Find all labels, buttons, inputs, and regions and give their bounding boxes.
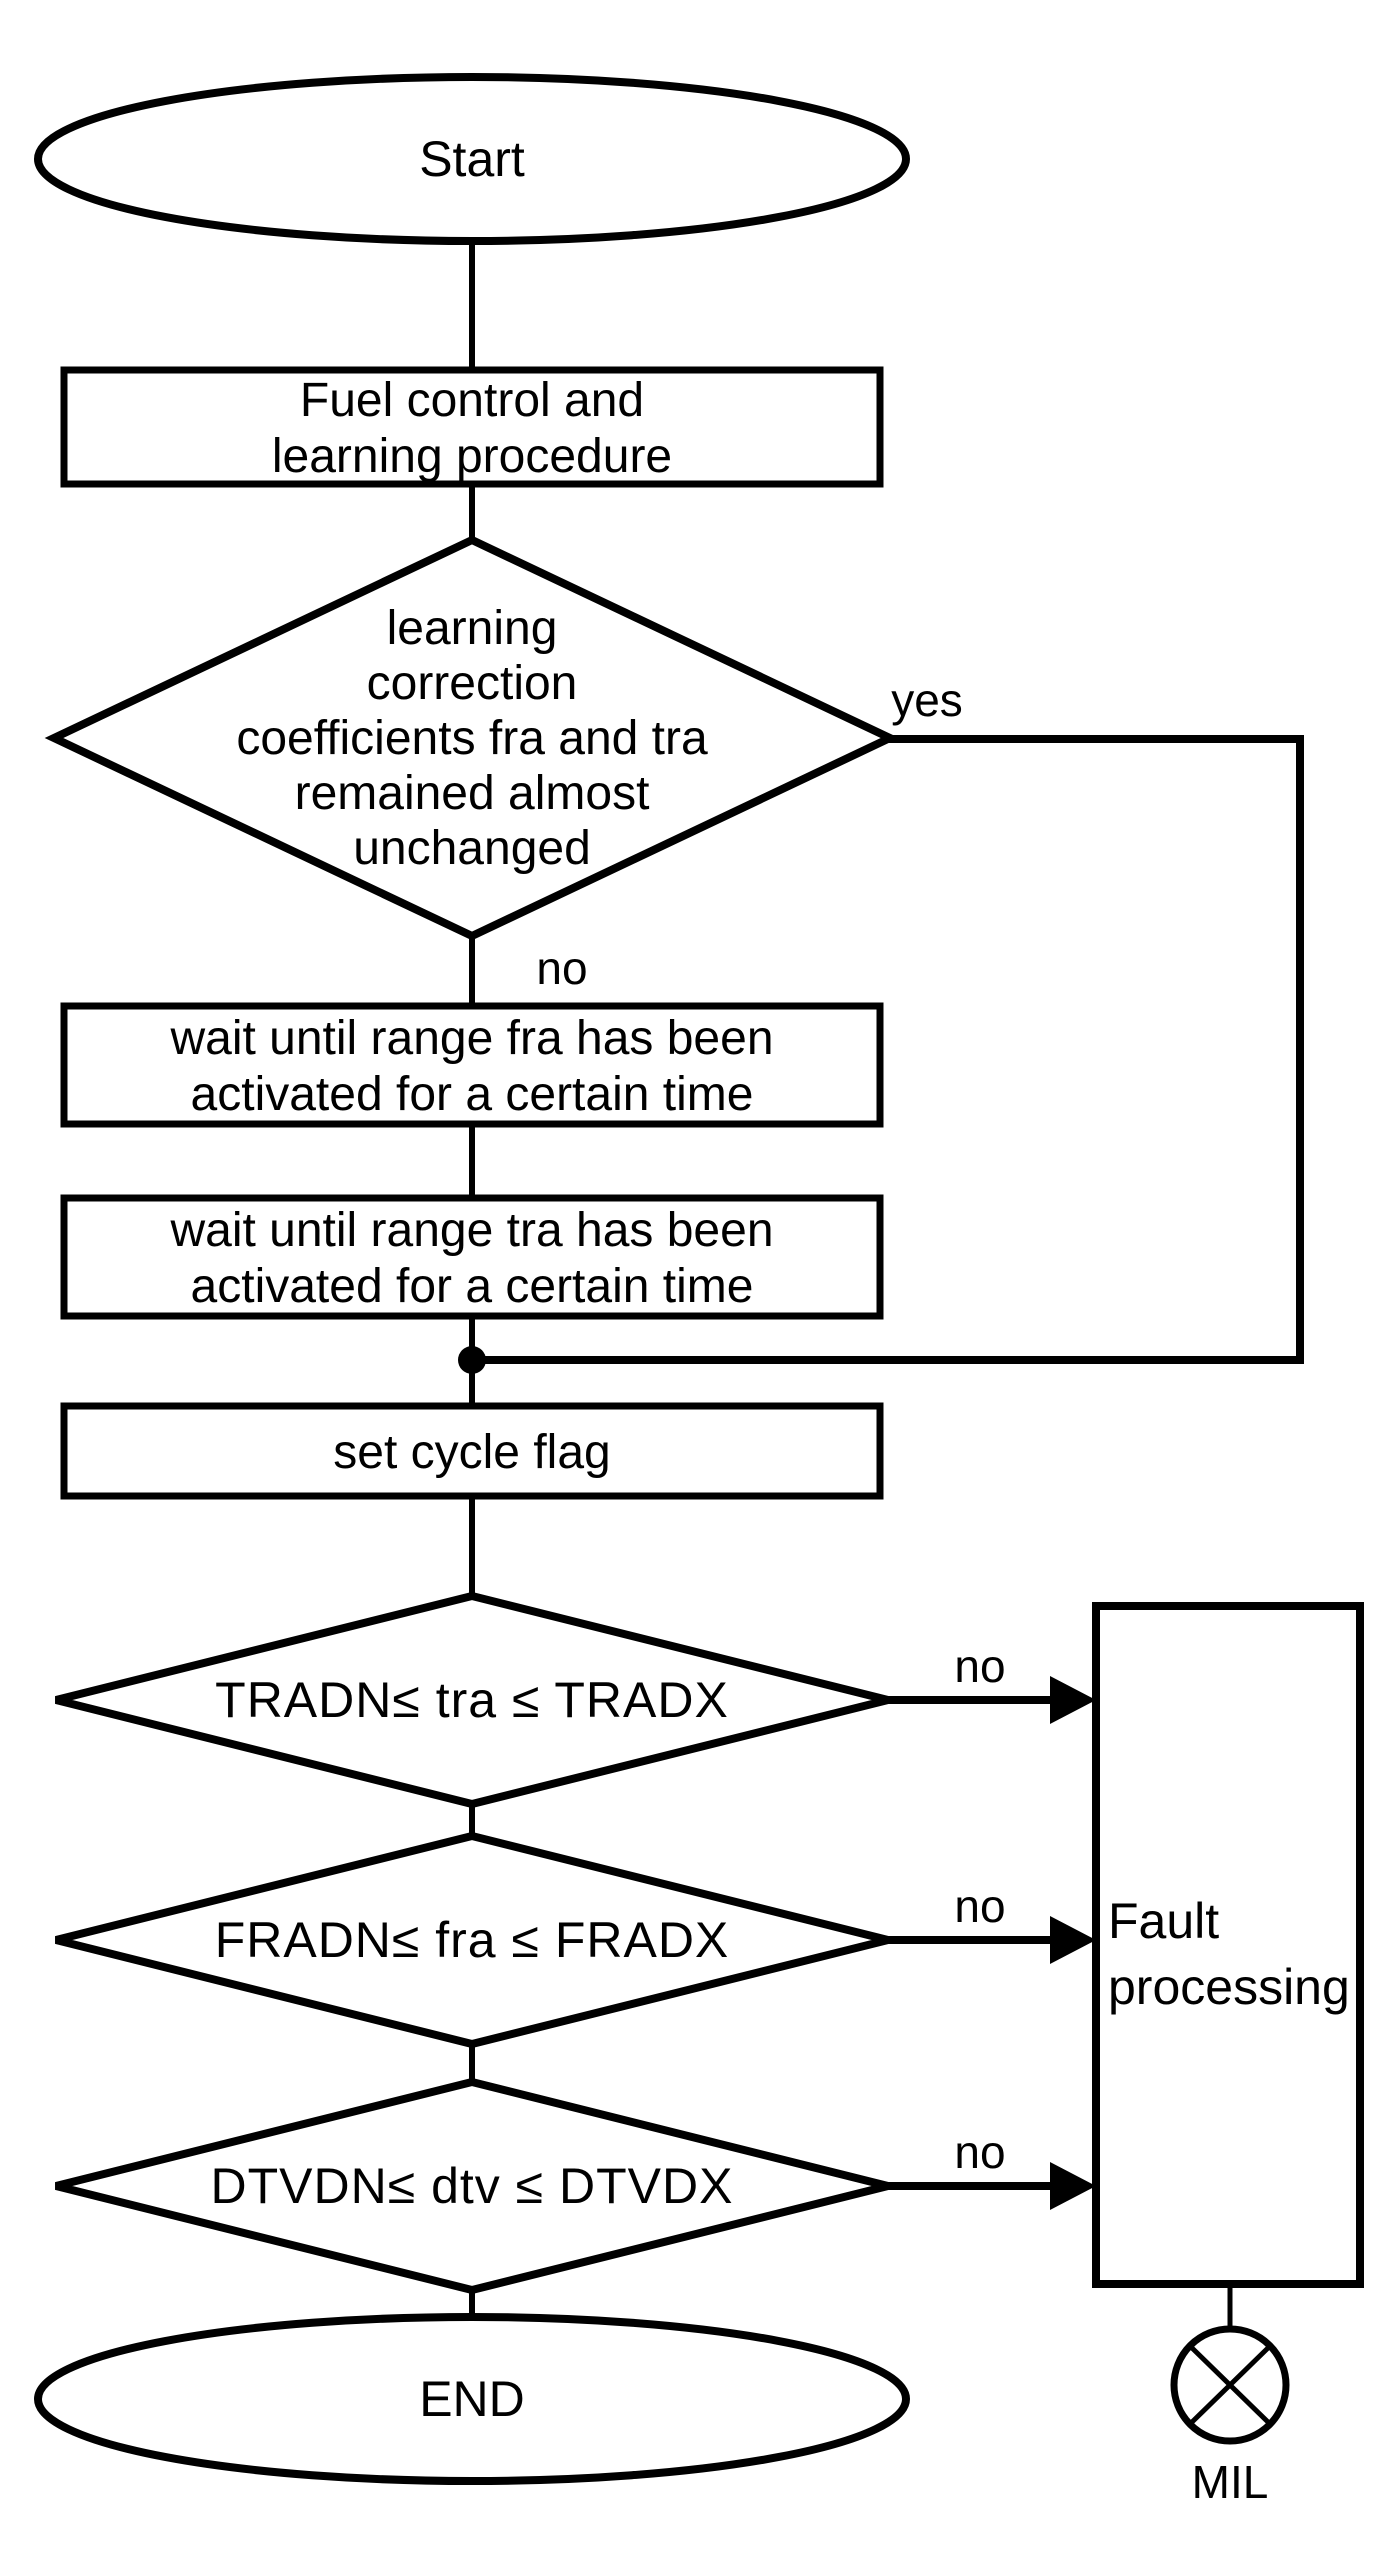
decision-dtv-label: DTVDN≤ dtv ≤ DTVDX xyxy=(211,2158,734,2214)
no-label-dtv: no xyxy=(954,2126,1005,2178)
mil-lamp-icon xyxy=(1170,2325,1290,2445)
decision-learning-line5: unchanged xyxy=(353,822,591,875)
decision-learning-node xyxy=(44,535,900,941)
wait-tra-line1: wait until range tra has been xyxy=(169,1204,773,1257)
decision-learning-line1: learning xyxy=(387,602,558,655)
mil-label: MIL xyxy=(1192,2456,1269,2508)
wait-fra-line1: wait until range fra has been xyxy=(169,1012,773,1065)
no-label-fra: no xyxy=(954,1880,1005,1932)
fault-processing-line1: Fault xyxy=(1108,1893,1219,1949)
start-node xyxy=(34,73,910,245)
no-label-learning: no xyxy=(536,942,587,994)
start-label: Start xyxy=(419,131,525,187)
decision-tra-node xyxy=(55,1591,889,1809)
fuel-control-line1: Fuel control and xyxy=(300,374,644,427)
junction-dot xyxy=(458,1346,486,1374)
fault-processing-line2: processing xyxy=(1108,1959,1350,2015)
fuel-control-line2: learning procedure xyxy=(272,430,672,483)
decision-learning-line2: correction xyxy=(367,657,578,710)
end-label: END xyxy=(419,2371,525,2427)
wait-tra-node xyxy=(60,1194,884,1320)
decision-learning-line3: coefficients fra and tra xyxy=(236,712,708,765)
fuel-control-node xyxy=(60,366,884,488)
decision-fra-node xyxy=(55,1831,889,2049)
arrowhead-dtv-no xyxy=(1050,2162,1096,2210)
decision-learning-line4: remained almost xyxy=(295,767,650,820)
wait-fra-node xyxy=(60,1002,884,1128)
end-node xyxy=(34,2313,910,2485)
set-cycle-flag-label: set cycle flag xyxy=(333,1426,610,1479)
arrowhead-fra-no xyxy=(1050,1916,1096,1964)
fault-processing-node xyxy=(1092,1602,1364,2288)
connector-yes-branch xyxy=(472,735,1304,1364)
arrowhead-tra-no xyxy=(1050,1676,1096,1724)
yes-label: yes xyxy=(891,674,963,726)
wait-fra-line2: activated for a certain time xyxy=(191,1068,754,1121)
decision-dtv-node xyxy=(55,2077,889,2295)
wait-tra-line2: activated for a certain time xyxy=(191,1260,754,1313)
decision-fra-label: FRADN≤ fra ≤ FRADX xyxy=(215,1912,730,1968)
decision-tra-label: TRADN≤ tra ≤ TRADX xyxy=(215,1672,729,1728)
no-label-tra: no xyxy=(954,1640,1005,1692)
set-cycle-flag-node xyxy=(60,1402,884,1500)
